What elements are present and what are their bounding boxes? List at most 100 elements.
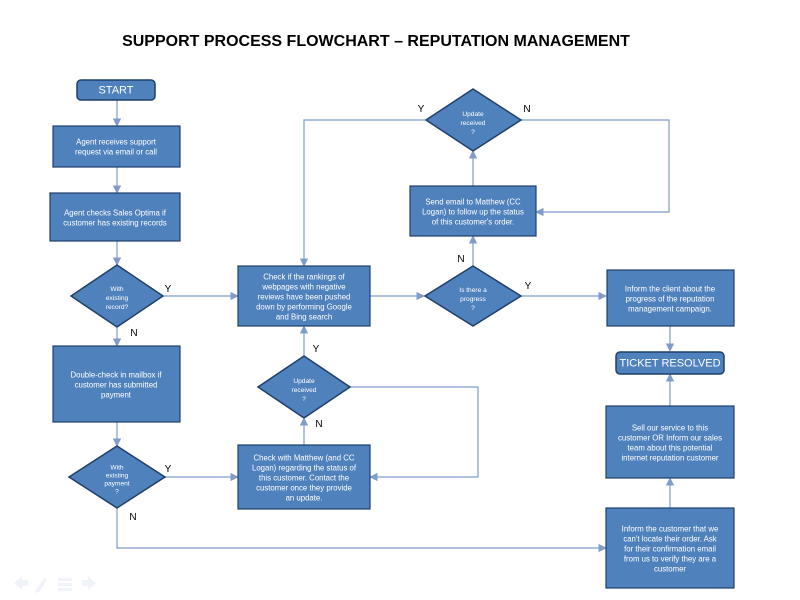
node-label-line: and Bing search: [276, 312, 332, 321]
node-existing-record: With existing record?: [69, 264, 165, 328]
node-label-line: customer has submitted: [75, 380, 158, 389]
node-label-line: Check if the rankings of: [263, 272, 345, 281]
node-label-line: Logan) to follow up the status: [422, 207, 524, 216]
node-label-line: ?: [115, 489, 119, 496]
connectors: [112, 100, 675, 553]
node-label-line: ?: [471, 305, 475, 312]
node-label-line: received: [461, 120, 486, 127]
label-progress-yes: Y: [525, 281, 532, 292]
node-label-line: down by performing Google: [256, 302, 352, 311]
node-label-line: Inform the client about the: [625, 284, 715, 293]
node-label-line: Sell our service to this: [632, 423, 708, 432]
node-label-line: Agent receives support: [76, 137, 157, 146]
node-label-line: record?: [106, 304, 129, 311]
label-record-no: N: [130, 328, 137, 339]
node-label-line: Check with Matthew (and CC: [254, 453, 355, 462]
node-label-line: TICKET RESOLVED: [619, 358, 720, 370]
node-label-line: payment: [104, 481, 129, 488]
node-label-line: Update: [462, 111, 484, 118]
node-label-line: Agent checks Sales Optima if: [64, 208, 167, 217]
node-is-progress: Is there a progress?: [423, 265, 523, 327]
node-label-line: payment: [101, 390, 132, 399]
node-label-line: request via email or call: [75, 147, 157, 156]
node-label-line: ?: [471, 129, 475, 136]
node-label-line: Logan) regarding the status of: [252, 463, 357, 472]
node-label-line: progress: [460, 296, 486, 303]
node-label-line: team about this potential: [628, 443, 713, 452]
node-is-progress-label: Is there a progress?: [459, 287, 487, 312]
node-update-received-top: Update received?: [424, 88, 523, 152]
node-label-line: received: [292, 387, 317, 394]
node-label-line: ?: [302, 396, 306, 403]
node-update-received-low-label: Update received?: [292, 378, 317, 403]
node-label-line: for their confirmation email: [624, 544, 716, 553]
label-progress-no: N: [457, 254, 464, 265]
node-existing-record-label: With existing record?: [106, 286, 129, 311]
node-label-line: Inform the customer that we: [622, 524, 719, 533]
node-label-line: existing: [106, 473, 129, 480]
node-label-line: progress of the reputation: [626, 294, 715, 303]
node-label-line: START: [98, 85, 133, 97]
node-update-received-top-label: Update received?: [461, 111, 486, 136]
node-label-line: customer once they provide: [256, 483, 352, 492]
node-label-line: With: [110, 465, 124, 472]
node-update-received-low: Update received?: [256, 355, 352, 419]
edge-update-low-no: [350, 386, 479, 482]
label-payment-yes: Y: [165, 464, 172, 475]
label-record-yes: Y: [165, 284, 172, 295]
node-label-line: reviews have been pushed: [258, 292, 351, 301]
node-start: START: [76, 79, 156, 101]
node-label-line: this customer. Contact the: [259, 473, 349, 482]
node-label-line: customer: [654, 564, 686, 573]
edge-update-top-no: [521, 119, 670, 217]
node-ticket-resolved: TICKET RESOLVED: [615, 351, 725, 375]
node-label-line: With: [110, 286, 124, 293]
label-payment-no: N: [129, 512, 136, 523]
edge-labels: Y N Y N Y N Y N Y N: [129, 104, 531, 523]
node-label-line: management campaign.: [628, 304, 712, 313]
slide-controls: [14, 576, 96, 593]
label-update-low-yes: Y: [313, 344, 320, 355]
node-label-line: Update: [293, 378, 315, 385]
next-icon[interactable]: [82, 576, 96, 590]
node-start-label: START: [98, 85, 133, 97]
node-label-line: webpages with negative: [261, 282, 345, 291]
node-label-line: internet reputation customer: [621, 453, 718, 462]
node-label-line: Double-check in mailbox if: [70, 370, 162, 379]
node-label-line: from us to verify they are a: [624, 554, 717, 563]
node-label-line: an update.: [286, 493, 323, 502]
node-ticket-resolved-label: TICKET RESOLVED: [619, 358, 720, 370]
node-label-line: can't locate their order. Ask: [623, 534, 716, 543]
menu-icon[interactable]: [58, 578, 72, 591]
page-title: SUPPORT PROCESS FLOWCHART – REPUTATION M…: [122, 33, 630, 50]
label-update-top-no: N: [523, 104, 530, 115]
node-label-line: customer OR Inform our sales: [618, 433, 722, 442]
node-label-line: Is there a: [459, 287, 487, 294]
label-update-top-yes: Y: [418, 104, 425, 115]
prev-icon[interactable]: [14, 576, 28, 590]
node-label-line: Send email to Matthew (CC: [425, 197, 521, 206]
node-label-line: customer has existing records: [63, 218, 167, 227]
edge-payment-no: [116, 508, 607, 553]
label-update-low-no: N: [315, 419, 322, 430]
node-label-line: existing: [106, 295, 129, 302]
pen-icon[interactable]: [35, 578, 47, 593]
